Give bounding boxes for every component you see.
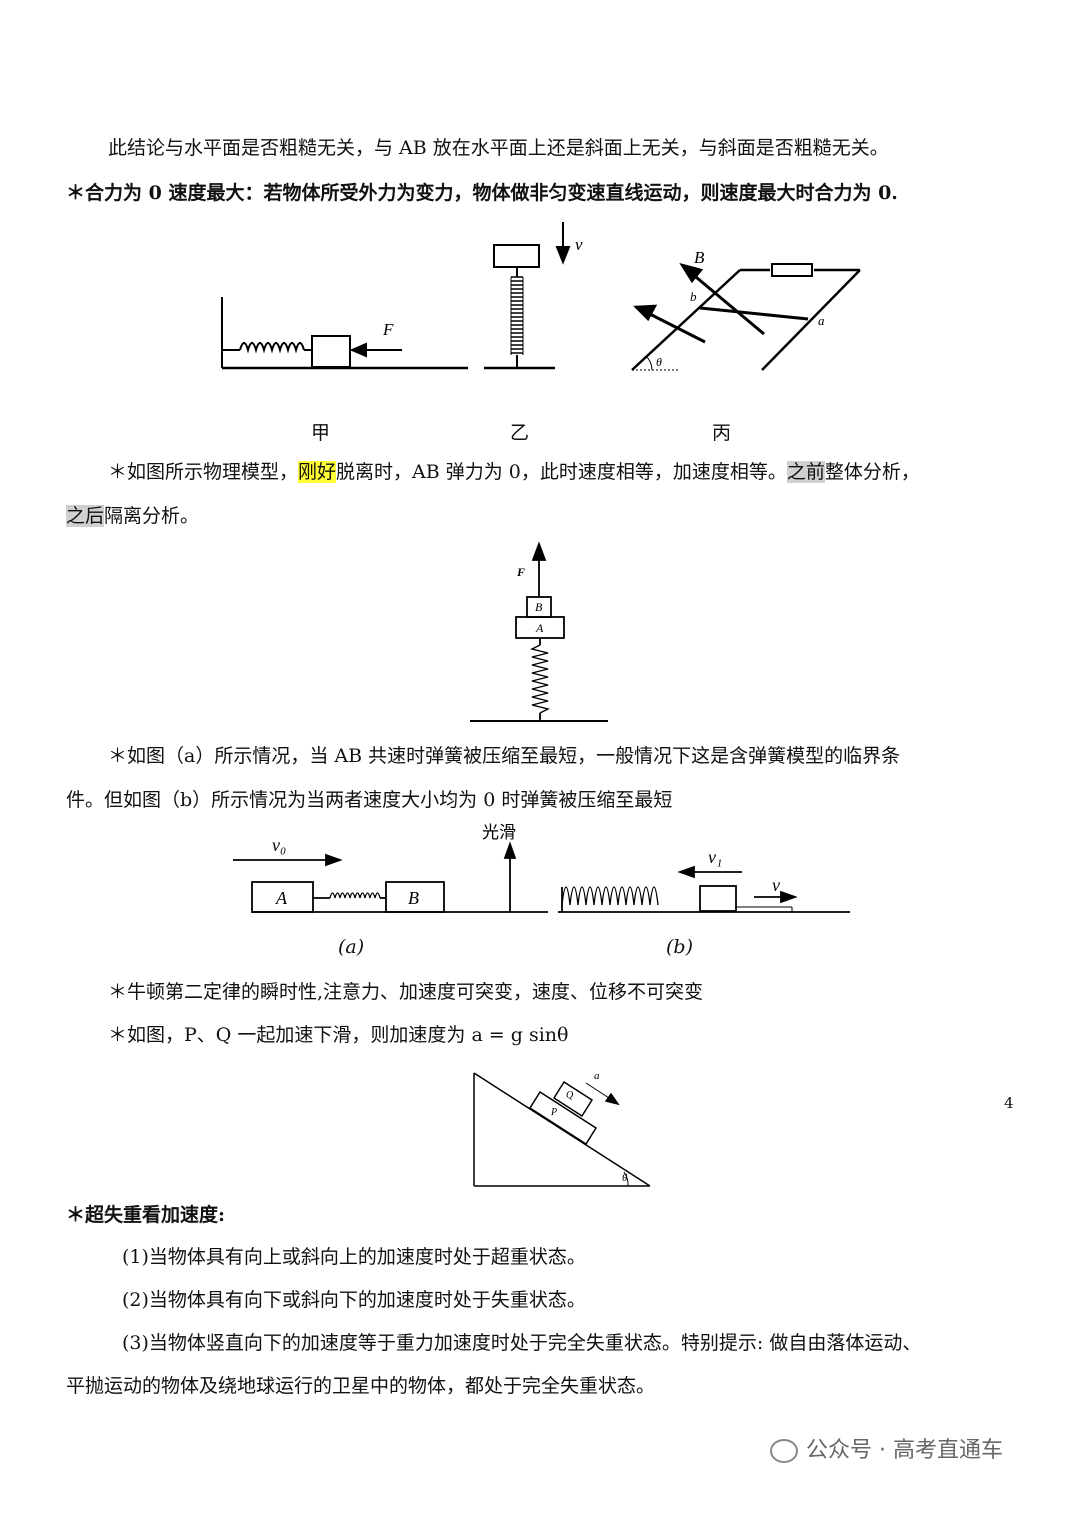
para-spring-a-line1: ＊如图（a）所示情况，当 AB 共速时弹簧被压缩至最短，一般情况下这是含弹簧模型… — [108, 745, 901, 767]
label-a-incline: a — [594, 1070, 600, 1082]
label-v-b: v — [772, 875, 780, 895]
caption-a: (a) — [338, 936, 365, 958]
label-v0: v₀ — [272, 835, 286, 855]
highlight-just: 刚好 — [298, 461, 337, 483]
label-theta-incline: θ — [622, 1172, 628, 1184]
label-v1: v₁ — [708, 847, 722, 867]
shaded-before: 之前 — [786, 461, 825, 483]
caption-yi: 乙 — [510, 422, 530, 444]
figure-stacked-spring: F B A — [470, 541, 608, 722]
label-F-stack: F — [516, 565, 525, 579]
para-spring-a-line2: 件。但如图（b）所示情况为当两者速度大小均为 0 时弹簧被压缩至最短 — [66, 789, 673, 811]
shaded-after: 之后 — [66, 505, 105, 527]
para-separation-t7: 隔离分析。 — [104, 505, 200, 527]
label-A-stack: A — [535, 621, 544, 635]
watermark-text: 公众号 · 高考直通车 — [806, 1438, 1003, 1463]
label-Q: Q — [566, 1090, 574, 1101]
label-B-stack: B — [535, 600, 543, 614]
caption-bing: 丙 — [712, 422, 732, 444]
label-v-yi: v — [575, 235, 583, 254]
wechat-icon — [770, 1439, 798, 1463]
page-number: 4 — [1004, 1094, 1014, 1112]
label-A-a: A — [275, 888, 288, 908]
para-separation: ＊如图所示物理模型，刚好脱离时，AB 弹力为 0，此时速度相等，加速度相等。之前… — [108, 458, 920, 486]
para-newton-instant: ＊牛顿第二定律的瞬时性,注意力、加速度可突变，速度、位移不可突变 — [108, 981, 704, 1003]
watermark: 公众号 · 高考直通车 — [770, 1432, 1003, 1464]
label-F-jia: F — [382, 320, 394, 339]
figure-spring-ab: v₀ A B 光滑 v₁ v — [233, 823, 850, 913]
model-jia — [221, 297, 468, 370]
item-complete-weightless-1: (3)当物体竖直向下的加速度等于重力加速度时处于完全失重状态。特别提示: 做自由… — [122, 1332, 922, 1354]
para-separation-line2: 之后隔离分析。 — [66, 502, 199, 530]
label-a-bing: a — [818, 313, 825, 328]
label-P: P — [550, 1107, 557, 1118]
figure-incline-pq: a Q P θ — [473, 1070, 651, 1187]
item-complete-weightless-2: 平抛运动的物体及绕地球运行的卫星中的物体，都处于完全失重状态。 — [66, 1375, 656, 1397]
label-theta-bing: θ — [656, 355, 662, 369]
caption-jia: 甲 — [311, 422, 331, 444]
para-separation-t1: ＊如图所示物理模型， — [108, 461, 299, 483]
label-b-bing: b — [690, 289, 697, 304]
model-yi — [484, 222, 571, 370]
item-weightless: (2)当物体具有向下或斜向下的加速度时处于失重状态。 — [122, 1289, 586, 1311]
para-max-speed: ＊合力为 0 速度最大：若物体所受外力为变力，物体做非匀变速直线运动，则速度最大… — [66, 182, 898, 204]
item-overweight: (1)当物体具有向上或斜向上的加速度时处于超重状态。 — [122, 1246, 586, 1268]
figure-three-models: F v B b a θ — [221, 222, 861, 371]
label-B-bing: B — [694, 248, 705, 267]
model-bing — [631, 262, 861, 371]
para-separation-t3: 脱离时，AB 弹力为 0，此时速度相等，加速度相等。 — [336, 461, 787, 483]
heading-overweight: ＊超失重看加速度: — [66, 1204, 226, 1226]
para-conclusion: 此结论与水平面是否粗糙无关，与 AB 放在水平面上还是斜面上无关，与斜面是否粗糙… — [108, 137, 889, 159]
label-smooth: 光滑 — [482, 823, 516, 842]
para-separation-t5: 整体分析， — [824, 461, 920, 483]
para-incline-accel: ＊如图，P、Q 一起加速下滑，则加速度为 a = g sinθ — [108, 1024, 569, 1046]
caption-b: (b) — [666, 936, 693, 958]
label-B-a: B — [408, 888, 419, 908]
